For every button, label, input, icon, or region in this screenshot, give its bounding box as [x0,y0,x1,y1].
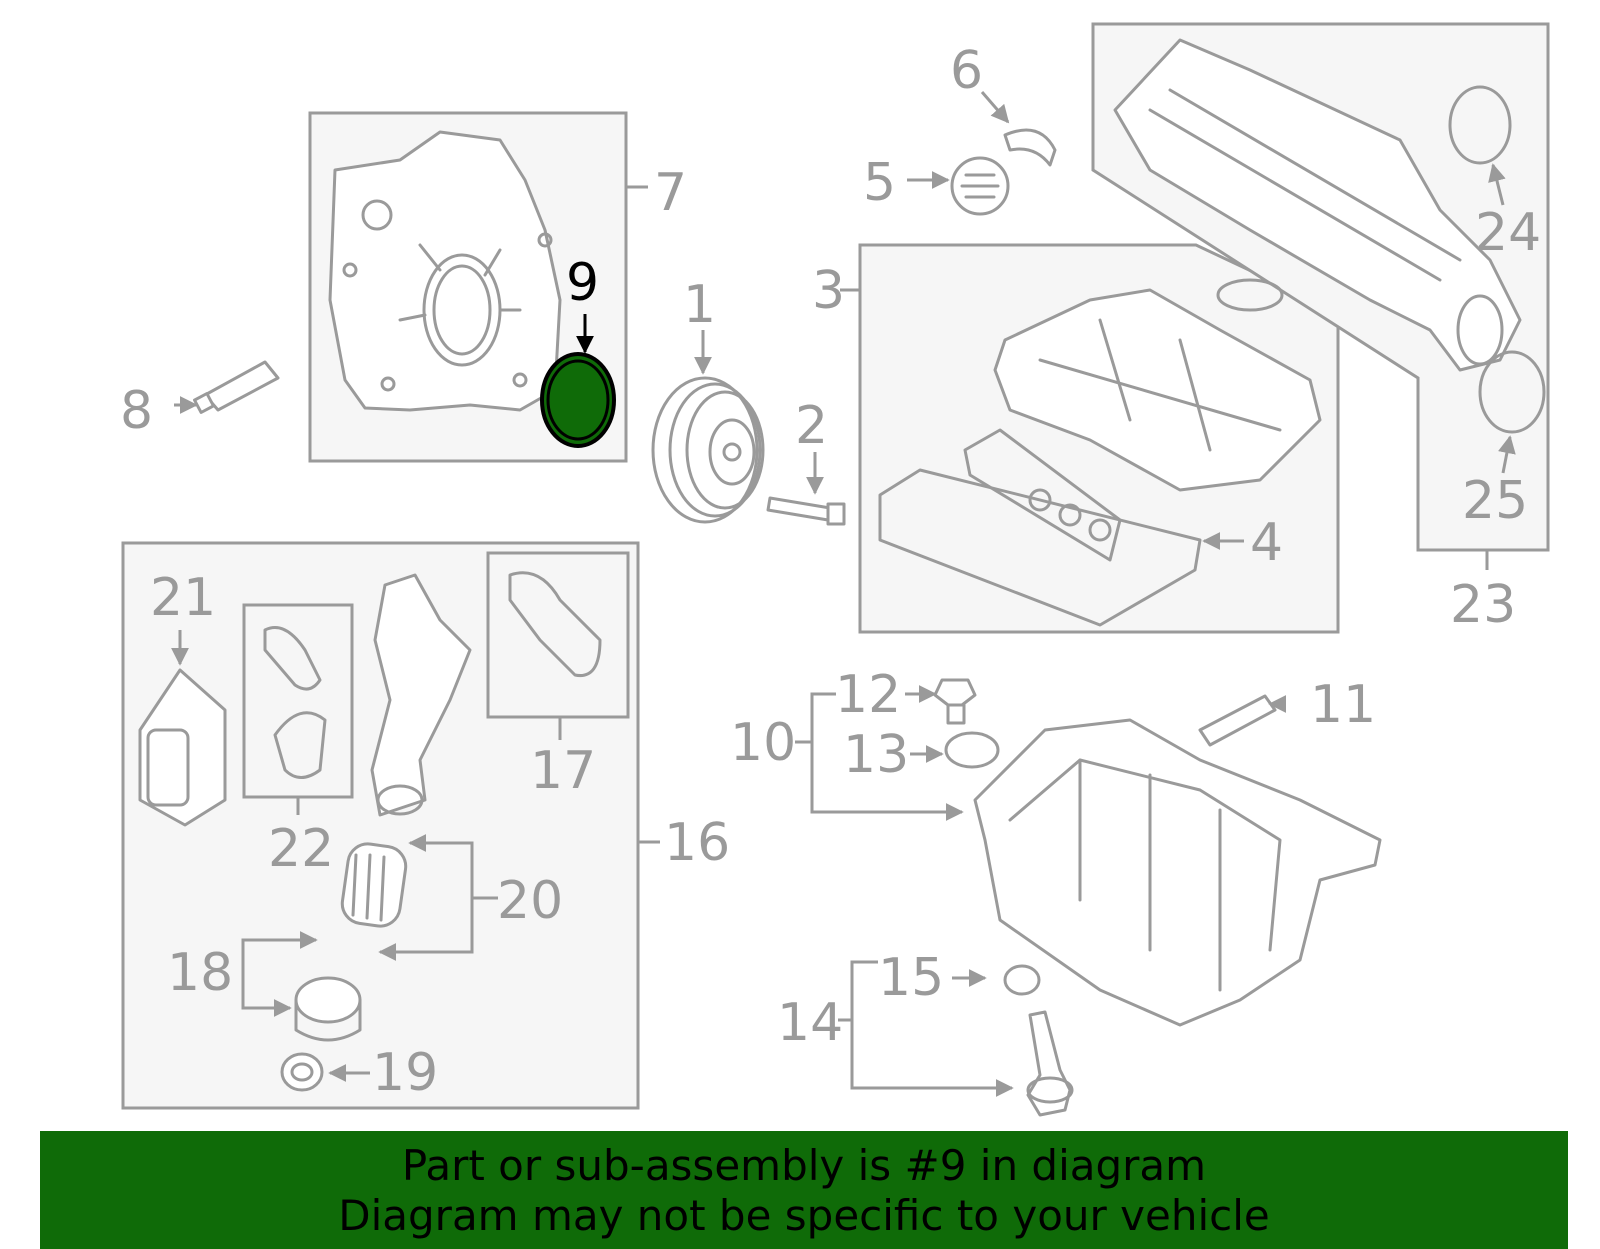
callout-6: 6 [950,41,983,101]
callout-7: 7 [654,163,687,223]
callout-17: 17 [530,741,596,801]
crankshaft-pulley-part [651,376,765,524]
part-info-banner: Part or sub-assembly is #9 in diagram Di… [40,1131,1568,1249]
callout-15: 15 [878,948,944,1008]
drain-plug-washer-part [944,731,1000,769]
callout-21: 21 [150,568,216,628]
callout-14: 14 [777,993,843,1053]
sealant-tube-part [193,360,280,414]
callout-1: 1 [683,275,716,335]
housing-gaskets-part [508,571,602,678]
filter-cap-part [294,976,362,1042]
callout-13: 13 [843,725,909,785]
oil-cooler-part [138,668,227,827]
banner-line-2: Diagram may not be specific to your vehi… [338,1191,1270,1240]
pulley-bolt-part [766,496,846,526]
callout-25: 25 [1462,471,1528,531]
callout-24: 24 [1475,203,1541,263]
valve-cover-gasket-part [878,428,1202,627]
manifold-gasket-lower-part [1478,350,1546,434]
callout-4: 4 [1250,513,1283,573]
oil-filter-housing-part [370,573,472,817]
callout-16: 16 [664,813,730,873]
callout-19: 19 [372,1043,438,1103]
intake-manifold-part [1113,38,1522,372]
oil-pan-part [973,718,1382,1027]
banner-line-1: Part or sub-assembly is #9 in diagram [401,1141,1207,1190]
callout-20: 20 [497,871,563,931]
callout-10: 10 [730,713,796,773]
callout-9: 9 [566,253,599,313]
callout-12: 12 [835,665,901,725]
callout-8: 8 [120,381,153,441]
oil-cap-part [950,156,1010,216]
pan-insert-part [1198,694,1277,747]
group-box-22 [242,603,354,799]
valve-cover-part [993,278,1322,492]
callout-22: 22 [268,819,334,879]
bracket-part [1003,128,1057,167]
callout-2: 2 [795,396,828,456]
callout-18: 18 [167,943,233,1003]
drain-plug-seal-part [280,1052,324,1092]
callout-3: 3 [812,261,845,321]
callout-11: 11 [1310,675,1376,735]
oil-filter-part [340,842,408,928]
sensor-seal-part [1003,964,1041,996]
drain-plug-part [933,678,977,725]
cooler-gaskets-part [263,626,327,779]
crankshaft-seal-part-highlighted [540,352,616,448]
oil-level-sensor-part [1026,1010,1074,1117]
callout-23: 23 [1450,575,1516,635]
callout-5: 5 [863,153,896,213]
manifold-gasket-upper-part [1448,85,1512,165]
